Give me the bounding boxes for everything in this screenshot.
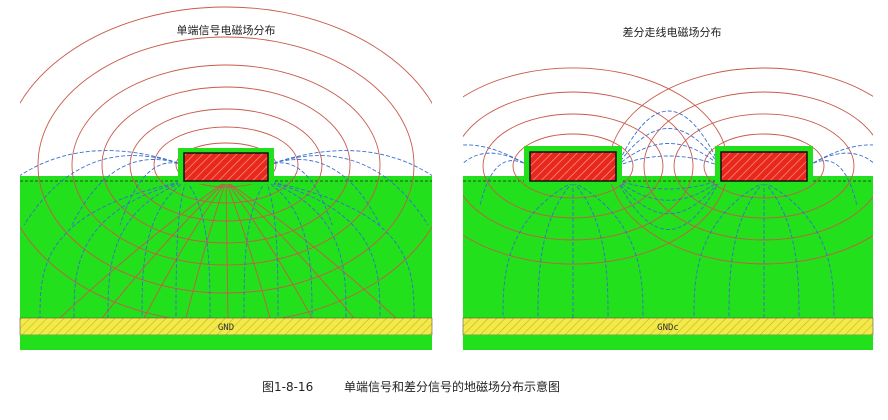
caption-text: 单端信号和差分信号的地磁场分布示意图 xyxy=(344,379,560,394)
field-arc xyxy=(23,155,185,226)
field-line xyxy=(175,180,187,319)
field-loop xyxy=(608,67,873,265)
field-loop xyxy=(71,64,381,266)
right-panel-title: 差分走线电磁场分布 xyxy=(623,25,722,39)
field-line xyxy=(693,181,765,319)
field-loop xyxy=(37,36,415,294)
coupling-arc xyxy=(616,179,721,230)
left-bottom-dielectric xyxy=(20,335,432,350)
right-h-field-lines xyxy=(463,110,873,319)
field-arc xyxy=(807,152,873,167)
field-line xyxy=(502,181,574,319)
coupling-arc xyxy=(616,179,721,215)
right-panel: 差分走线电磁场分布 GNDc xyxy=(462,25,874,350)
field-line xyxy=(59,180,227,319)
field-arc xyxy=(20,150,185,177)
coupling-arc xyxy=(616,179,721,201)
field-line xyxy=(141,180,187,319)
coupling-arc xyxy=(616,143,721,167)
coupling-arc xyxy=(616,128,721,167)
field-line xyxy=(537,181,574,319)
left-gnd-label: GND xyxy=(218,323,234,333)
field-line xyxy=(265,180,347,319)
field-loop xyxy=(673,113,855,219)
field-line xyxy=(101,180,227,319)
field-line xyxy=(143,180,227,319)
field-line xyxy=(185,180,227,319)
field-line xyxy=(73,180,187,319)
field-line xyxy=(243,180,267,319)
coupling-arc xyxy=(616,155,721,167)
coupling-arc xyxy=(616,110,721,167)
field-line xyxy=(763,181,835,319)
right-bottom-dielectric xyxy=(463,335,873,350)
field-arc xyxy=(463,152,530,167)
field-loop xyxy=(20,6,432,324)
field-loop xyxy=(703,133,825,199)
right-dielectric xyxy=(463,176,873,318)
figure-number: 图1-8-16 xyxy=(262,380,313,394)
field-loop xyxy=(129,108,323,222)
left-panel-title: 单端信号电磁场分布 xyxy=(177,23,276,37)
field-line xyxy=(107,180,187,319)
field-loop xyxy=(482,113,664,219)
figure-caption: 图1-8-16 单端信号和差分信号的地磁场分布示意图 xyxy=(262,379,560,394)
field-arc xyxy=(463,144,530,167)
field-loop xyxy=(153,126,299,204)
field-loop xyxy=(463,91,694,241)
right-trace-n xyxy=(720,151,808,182)
field-arc xyxy=(267,159,381,226)
field-arc xyxy=(71,159,185,226)
field-line xyxy=(225,180,271,319)
field-line xyxy=(265,180,279,319)
left-panel: 单端信号电磁场分布 GND xyxy=(19,6,433,350)
field-line xyxy=(225,180,313,319)
field-line xyxy=(185,180,211,319)
field-arc xyxy=(807,144,873,167)
field-arc xyxy=(267,162,333,226)
field-line xyxy=(265,180,313,319)
field-arc xyxy=(267,155,429,226)
left-h-field-lines xyxy=(20,150,432,319)
left-field-lines xyxy=(20,6,432,324)
field-line xyxy=(225,180,355,319)
field-line xyxy=(572,181,609,319)
right-field-lines xyxy=(463,67,873,319)
field-arc xyxy=(267,150,432,177)
field-loop xyxy=(101,86,351,244)
right-trace-p xyxy=(529,151,617,182)
field-line xyxy=(265,180,381,319)
coupling-arc xyxy=(616,179,721,190)
field-line xyxy=(572,181,644,319)
field-loop xyxy=(512,133,634,199)
field-line xyxy=(763,181,800,319)
field-line xyxy=(728,181,765,319)
right-e-field-lines xyxy=(463,67,873,265)
field-line xyxy=(39,180,187,319)
right-gnd-label: GNDc xyxy=(657,323,679,333)
field-arc xyxy=(119,162,185,226)
left-signal-trace xyxy=(183,152,269,182)
left-e-field-lines xyxy=(20,6,432,324)
field-line xyxy=(225,180,229,319)
field-line xyxy=(265,180,415,319)
field-line xyxy=(225,180,397,319)
field-loop xyxy=(643,91,873,241)
